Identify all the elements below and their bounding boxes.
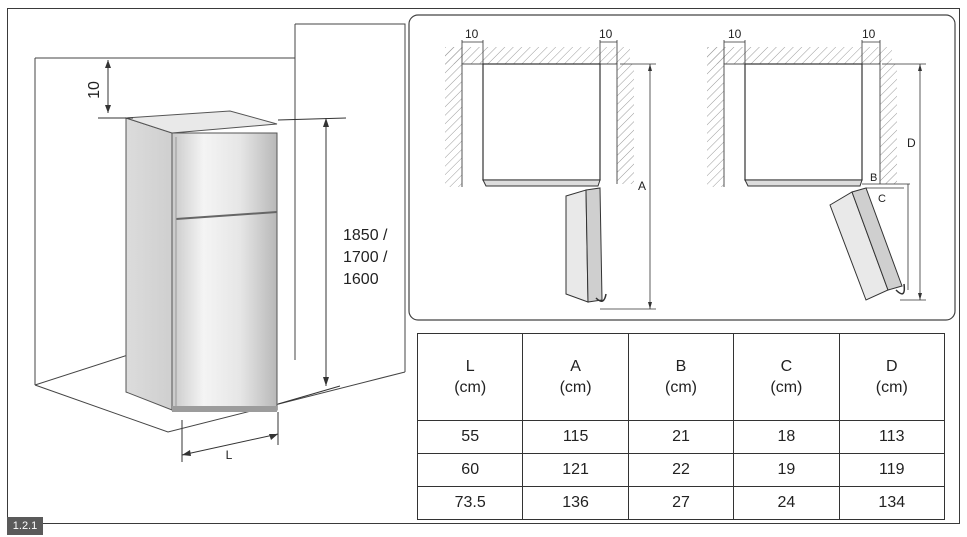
table-cell: 18 (733, 420, 840, 454)
wall-hatch-left-b (617, 64, 634, 184)
ceiling-hatch-right (707, 47, 892, 64)
header-a: A(cm) (522, 333, 629, 421)
header-c: C(cm) (733, 333, 840, 421)
table-cell: 27 (627, 486, 735, 520)
fridge-top (125, 110, 278, 134)
top-clearance-label: 10 (86, 81, 103, 99)
table-cell: 115 (522, 420, 629, 454)
room-right-wall (295, 23, 406, 372)
room-floor-edges (34, 371, 406, 433)
section-number-badge: 1.2.1 (7, 517, 43, 535)
table-header-row: L(cm) A(cm) B(cm) C(cm) D(cm) (416, 333, 946, 421)
fridge-body-left (482, 63, 601, 181)
room-perspective (34, 23, 406, 433)
height-option-3: 1600 (343, 271, 379, 288)
table-cell: 113 (838, 420, 946, 454)
door-edge-right (851, 187, 903, 291)
table-cell: 19 (733, 453, 840, 487)
table-row: 55 115 21 18 113 (416, 420, 946, 454)
wall-hatch-left-a (445, 47, 462, 187)
fridge-front (171, 132, 278, 411)
table-cell: 21 (627, 420, 735, 454)
door-handle-right (895, 283, 906, 295)
width-label: L (226, 448, 233, 462)
width-dimension-line (181, 433, 279, 456)
wall-hatch-right-b (880, 64, 897, 184)
door-handle-left (595, 293, 607, 302)
table-row: 60 121 22 19 119 (416, 453, 946, 487)
wall-hatch-right-a (707, 47, 724, 187)
open-door-left (565, 189, 589, 303)
dimension-c-label: C (878, 193, 886, 205)
ceiling-hatch-left (445, 47, 630, 64)
table-cell: 134 (838, 486, 946, 520)
table-cell: 55 (416, 420, 524, 454)
left-view-gap-left: 10 (465, 27, 479, 41)
figure-frame (7, 8, 960, 524)
fridge-bottom-right (744, 179, 863, 187)
height-bottom-extension (277, 385, 341, 405)
table-cell: 136 (522, 486, 629, 520)
floor-back-left (34, 354, 129, 386)
top-view-left (445, 40, 656, 310)
right-view-gap-left: 10 (728, 27, 742, 41)
table-cell: 119 (838, 453, 946, 487)
dimension-b-label: B (870, 172, 877, 184)
table-cell: 24 (733, 486, 840, 520)
fridge-body-right (744, 63, 863, 181)
right-view-gap-right: 10 (862, 27, 876, 41)
dimension-a-label: A (638, 179, 646, 193)
dimensions-table: L(cm) A(cm) B(cm) C(cm) D(cm) 55 115 21 … (416, 333, 946, 520)
fridge (125, 110, 278, 412)
fridge-base (172, 406, 277, 412)
header-l: L(cm) (416, 333, 524, 421)
table-cell: 60 (416, 453, 524, 487)
height-top-extension (277, 117, 347, 121)
header-b: B(cm) (627, 333, 735, 421)
height-option-1: 1850 / (343, 227, 388, 244)
left-view-gap-right: 10 (599, 27, 613, 41)
table-cell: 22 (627, 453, 735, 487)
table-row: 73.5 136 27 24 134 (416, 486, 946, 520)
table-cell: 73.5 (416, 486, 524, 520)
top-view-right (707, 40, 926, 301)
dimension-d-label: D (907, 136, 916, 150)
door-edge-left (585, 187, 603, 303)
fridge-side (125, 117, 173, 411)
height-option-2: 1700 / (343, 249, 388, 266)
table-cell: 121 (522, 453, 629, 487)
fridge-door-split (175, 211, 278, 220)
header-d: D(cm) (838, 333, 946, 421)
fridge-bottom-left (482, 179, 601, 187)
dimension-lines-left (98, 60, 347, 462)
